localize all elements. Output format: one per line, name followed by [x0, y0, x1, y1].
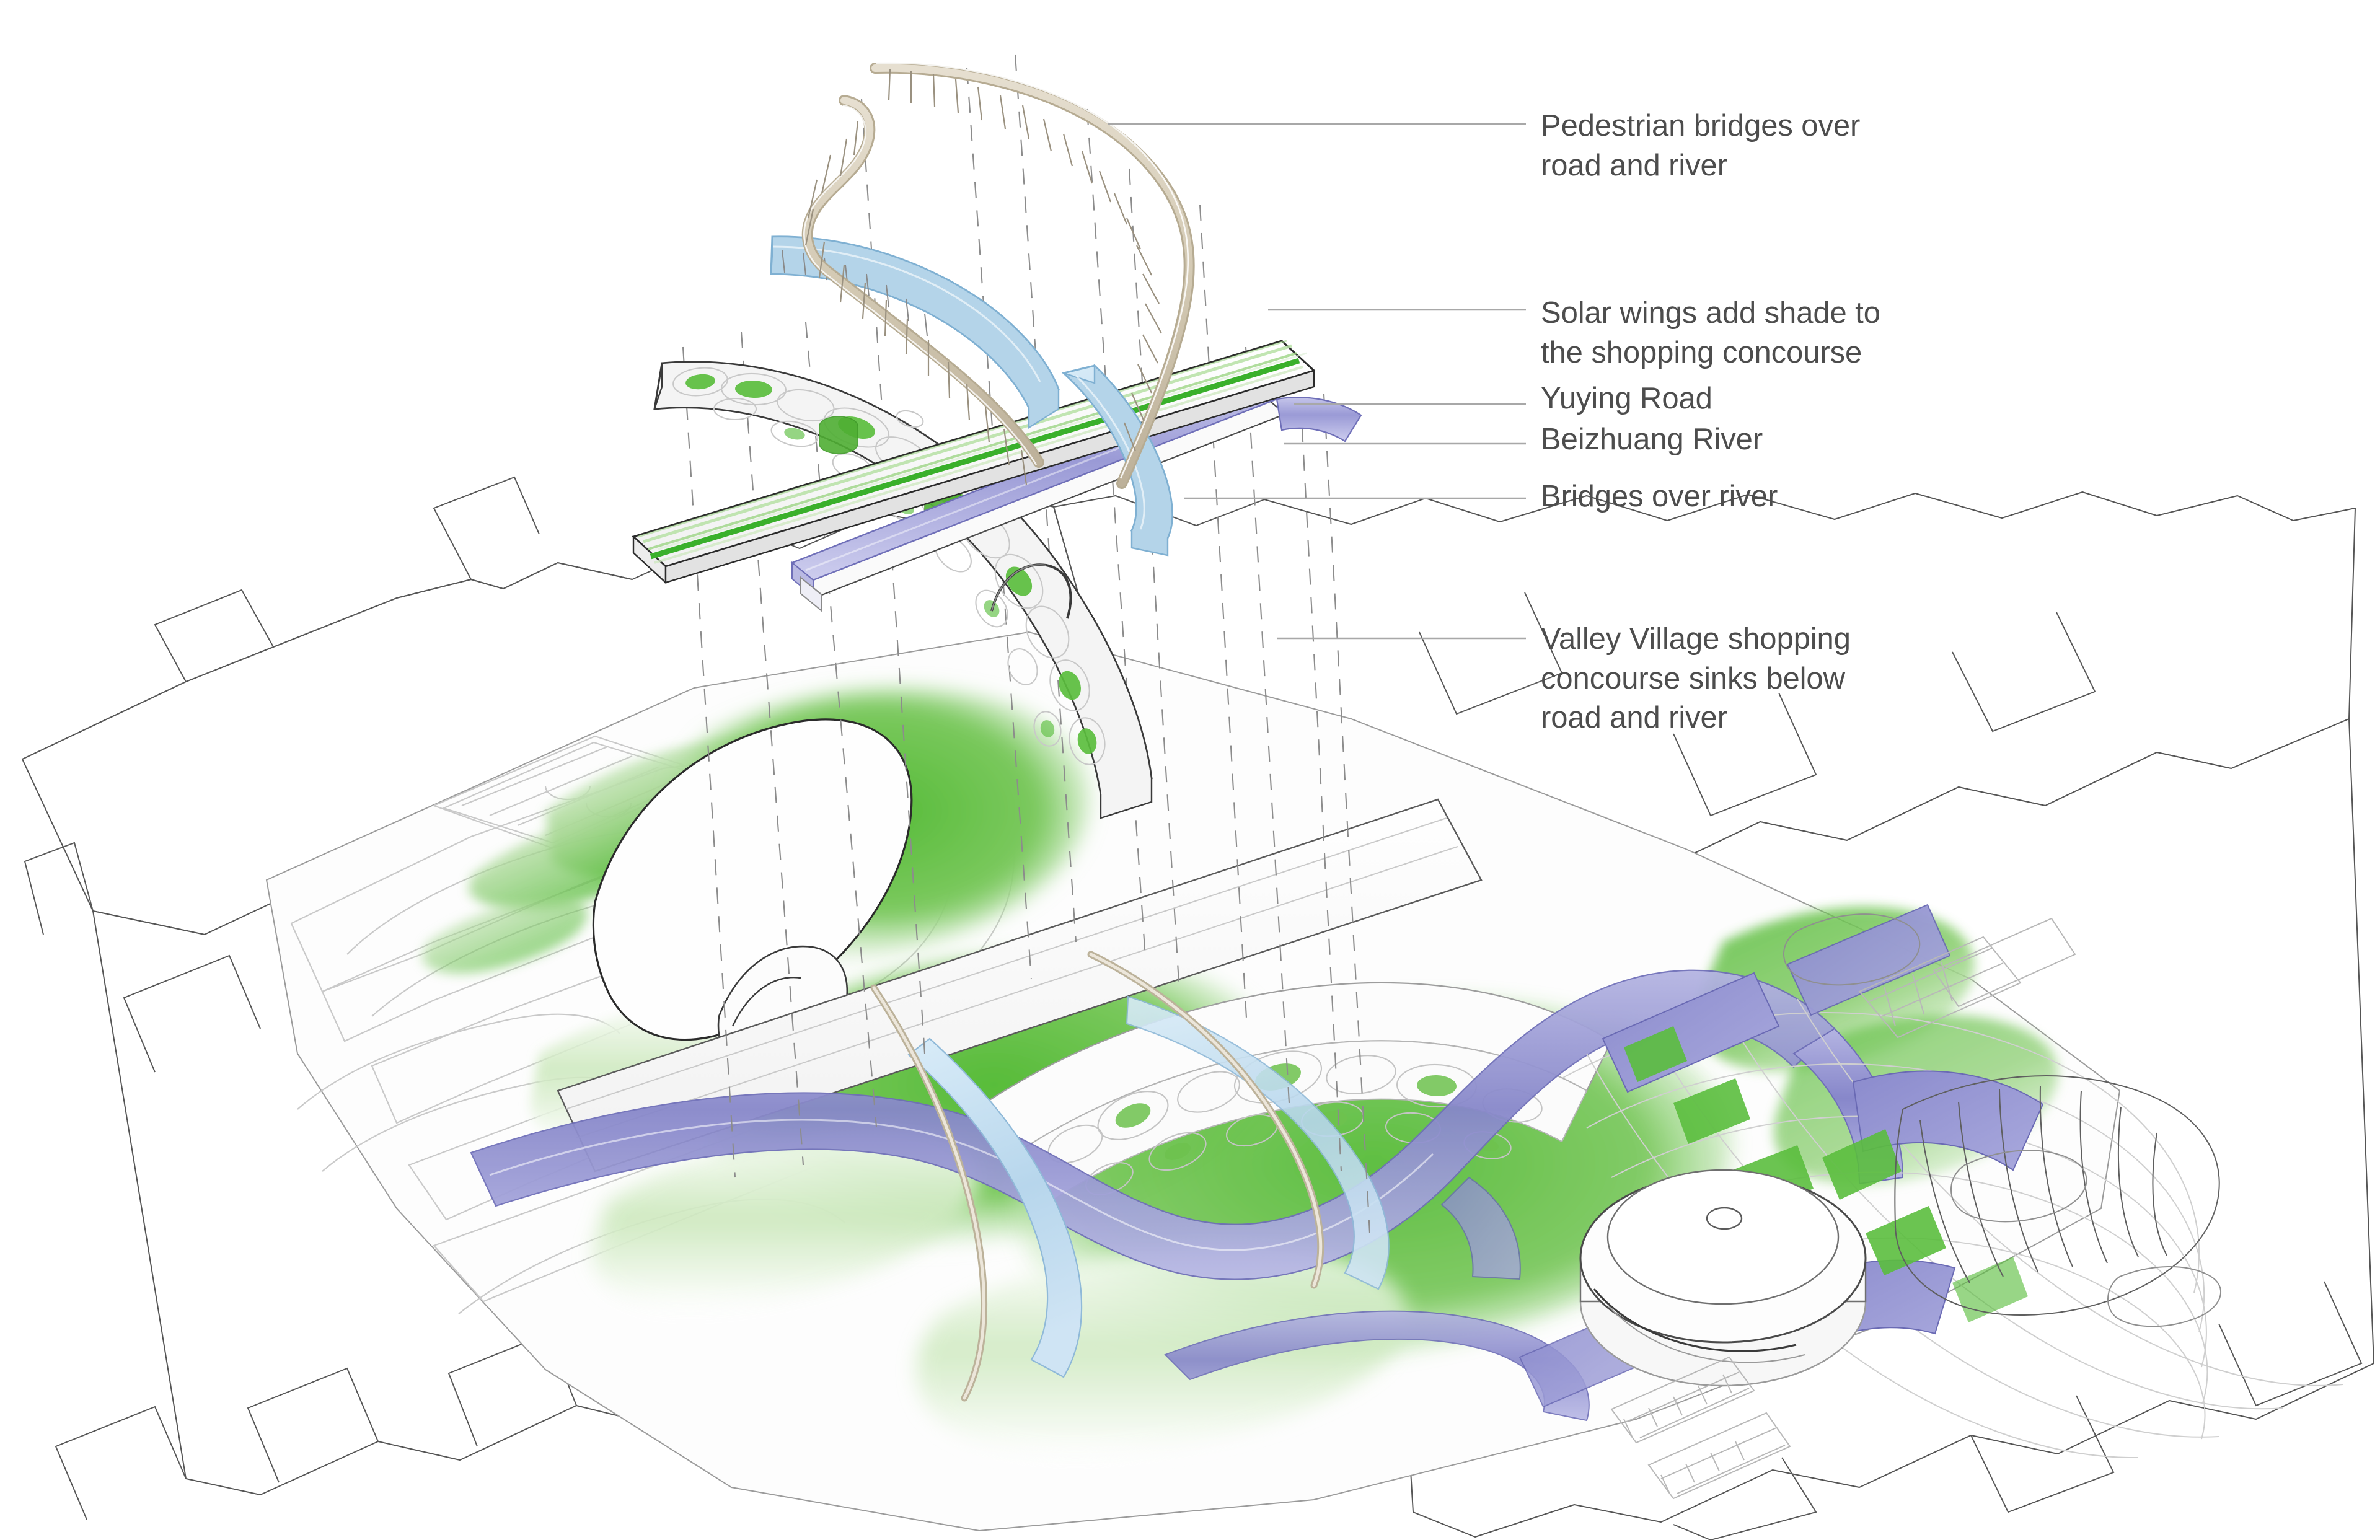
plan-arena-building [1579, 1169, 1867, 1387]
plan-pedestrian-bridges [870, 951, 1324, 1402]
annotation-leader-lines [1108, 123, 1526, 640]
plan-solar-wings [907, 995, 1390, 1378]
annotation-bridges-over-river: Bridges over river [1541, 480, 1778, 513]
annotation-yuying-road: Yuying Road [1541, 382, 1712, 415]
annotation-valley-village-concourse: Valley Village shopping concourse sinks … [1541, 622, 1851, 735]
pedestrian-bridge-ribbon-left [801, 95, 1044, 485]
pedestrian-bridge-ribbon-right [870, 62, 1195, 489]
plan-arena-district [1440, 904, 2343, 1500]
plan-right-pods [1783, 913, 2221, 1327]
plan-right-field [1894, 1075, 2220, 1316]
projection-lines [682, 54, 1371, 1234]
annotation-pedestrian-bridges: Pedestrian bridges over road and river [1541, 109, 1861, 182]
annotation-beizhuang-river: Beizhuang River [1541, 423, 1763, 456]
layer-pedestrian-bridges [801, 62, 1195, 489]
plan-parking-bays [1610, 917, 2076, 1500]
annotation-solar-wings: Solar wings add shade to the shopping co… [1541, 296, 1880, 369]
